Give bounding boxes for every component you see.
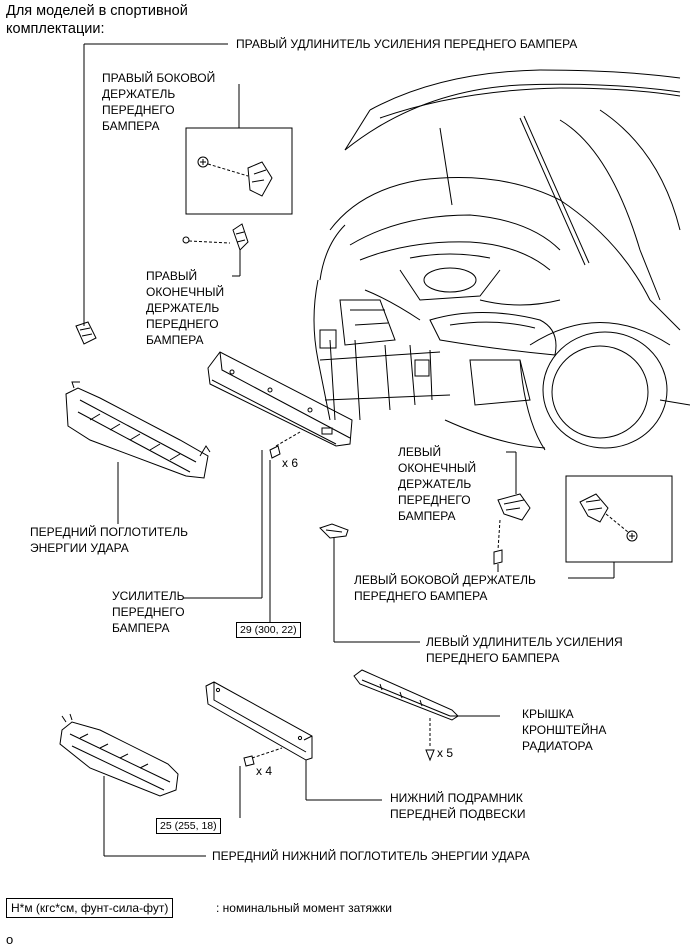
- right-end-retainer-part: [182, 223, 249, 277]
- heading-line-1: Для моделей в спортивной: [6, 3, 188, 19]
- label-right-extension: ПРАВЫЙ УДЛИНИТЕЛЬ УСИЛЕНИЯ ПЕРЕДНЕГО БАМ…: [236, 37, 578, 51]
- label-line: ЭНЕРГИИ УДАРА: [30, 541, 129, 555]
- label-lower-absorber: ПЕРЕДНИЙ НИЖНИЙ ПОГЛОТИТЕЛЬ ЭНЕРГИИ УДАР…: [212, 849, 530, 863]
- label-line: ЛЕВЫЙ УДЛИНИТЕЛЬ УСИЛЕНИЯ: [426, 635, 623, 649]
- right-extension-part: [75, 43, 228, 345]
- label-line: ПЕРЕДНЕГО БАМПЕРА: [426, 651, 560, 665]
- left-end-retainer-part: [493, 451, 531, 572]
- label-line: ДЕРЖАТЕЛЬ: [102, 87, 176, 101]
- label-line: ПЕРЕДНЕГО: [102, 103, 175, 117]
- qty-reinforcement-bolts: x 6: [282, 456, 299, 470]
- label-line: ЛЕВЫЙ БОКОВОЙ ДЕРЖАТЕЛЬ: [354, 573, 536, 587]
- legend-description: : номинальный момент затяжки: [216, 901, 392, 915]
- label-line: НИЖНИЙ ПОДРАМНИК: [390, 791, 523, 805]
- label-line: ОКОНЕЧНЫЙ: [398, 461, 477, 475]
- qty-subframe-bolts: x 4: [256, 764, 273, 778]
- legend-torque-units: Н*м (кгс*см, фунт-сила-фут): [6, 898, 174, 918]
- torque-reinforcement: 29 (300, 22): [236, 622, 301, 638]
- label-line: ОКОНЕЧНЫЙ: [146, 285, 225, 299]
- label-line: КРЫШКА: [522, 707, 574, 721]
- label-line: ДЕРЖАТЕЛЬ: [146, 301, 220, 315]
- radiator-cover-part: [353, 669, 500, 762]
- footer-mark: o: [6, 932, 14, 947]
- label-line: ПЕРЕДНЕГО: [146, 317, 219, 331]
- label-line: ПЕРЕДНЕГО БАМПЕРА: [354, 589, 488, 603]
- label-line: ПЕРЕДНЕГО: [398, 493, 471, 507]
- lower-absorber-part: [59, 713, 206, 857]
- label-line: БАМПЕРА: [146, 333, 204, 347]
- label-line: ДЕРЖАТЕЛЬ: [398, 477, 472, 491]
- reinforcement-part: [183, 351, 353, 622]
- label-line: БАМПЕРА: [112, 621, 170, 635]
- torque-subframe: 25 (255, 18): [156, 818, 221, 834]
- car-illustration: [313, 69, 690, 451]
- label-line: ЛЕВЫЙ: [398, 445, 442, 459]
- label-line: БАМПЕРА: [102, 119, 160, 133]
- label-line: ПЕРЕДНЕГО: [112, 605, 185, 619]
- lower-subframe-part: [205, 681, 382, 818]
- label-line: ПРАВЫЙ БОКОВОЙ: [102, 71, 216, 85]
- label-line: УСИЛИТЕЛЬ: [112, 589, 185, 603]
- label-line: ПРАВЫЙ: [146, 269, 198, 283]
- heading-line-2: комплектации:: [6, 21, 105, 37]
- label-line: КРОНШТЕЙНА: [522, 723, 607, 737]
- label-line: ПЕРЕДНИЙ ПОГЛОТИТЕЛЬ: [30, 525, 189, 539]
- right-side-retainer-part: [185, 84, 293, 215]
- left-extension-part: [319, 523, 420, 643]
- front-absorber-part: [65, 381, 211, 524]
- label-line: БАМПЕРА: [398, 509, 456, 523]
- qty-radiator-cover-clips: x 5: [437, 746, 454, 760]
- left-side-retainer-part: [565, 475, 673, 579]
- label-line: ПЕРЕДНЕЙ ПОДВЕСКИ: [390, 807, 526, 821]
- label-line: РАДИАТОРА: [522, 739, 593, 753]
